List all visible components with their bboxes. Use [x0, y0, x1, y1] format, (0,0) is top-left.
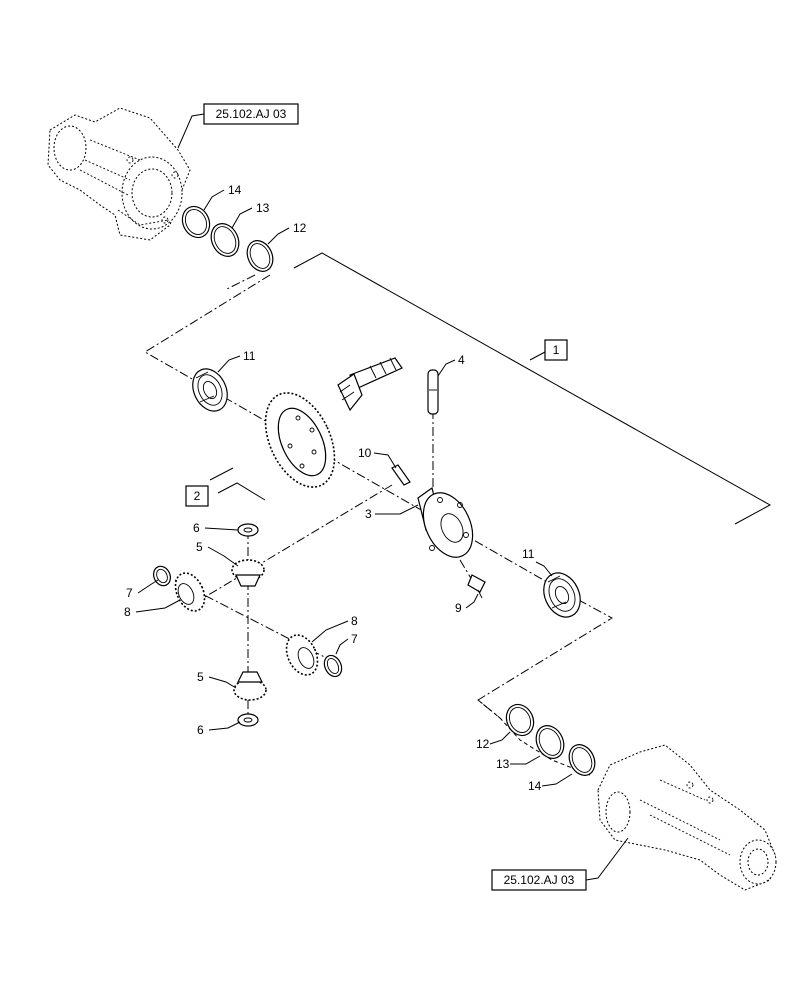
svg-text:8: 8	[351, 614, 358, 628]
svg-text:3: 3	[365, 507, 372, 521]
bottom-axle-housing	[597, 744, 777, 891]
callout-8-right: 8	[311, 614, 358, 643]
pinion-shaft	[337, 357, 403, 412]
svg-text:8: 8	[124, 605, 131, 619]
ring-13-bottom	[535, 725, 565, 759]
pinion-gear-5-top	[231, 559, 265, 587]
pinion-gear-5-bottom	[233, 671, 267, 701]
callout-14-top: 14	[203, 183, 242, 211]
callout-11-right: 11	[522, 547, 553, 577]
svg-text:11: 11	[243, 349, 256, 363]
ring-12-top	[246, 240, 274, 272]
group-label-2: 2	[194, 489, 201, 503]
svg-text:6: 6	[197, 723, 204, 737]
callout-13-bottom: 13	[496, 755, 541, 771]
thrust-washer-6-top	[237, 523, 259, 537]
bolt-9	[467, 574, 486, 599]
svg-text:13: 13	[256, 201, 270, 215]
side-gear-8-right	[285, 634, 319, 676]
svg-text:13: 13	[496, 757, 510, 771]
ring-gear	[264, 392, 336, 488]
snap-ring-7-left	[153, 565, 171, 587]
callout-12-top: 12	[267, 221, 307, 245]
callout-7-right: 7	[335, 632, 358, 655]
svg-text:6: 6	[193, 521, 200, 535]
side-gear-8-left	[174, 572, 206, 612]
reference-box-top[interactable]: 25.102.AJ 03	[177, 103, 299, 149]
callout-10: 10	[358, 446, 397, 469]
ring-13-top	[210, 223, 240, 257]
reference-label-bottom: 25.102.AJ 03	[504, 873, 575, 887]
callout-5-bottom: 5	[197, 670, 237, 689]
callout-8-left: 8	[124, 599, 181, 619]
svg-text:7: 7	[351, 632, 358, 646]
differential-case-3	[417, 486, 474, 558]
thrust-washer-6-bottom	[237, 713, 259, 727]
svg-text:5: 5	[196, 540, 203, 554]
assembly-center-lines	[144, 274, 614, 776]
svg-text:7: 7	[126, 586, 133, 600]
reference-box-bottom[interactable]: 25.102.AJ 03	[491, 837, 629, 891]
reference-label-top: 25.102.AJ 03	[216, 107, 287, 121]
svg-text:4: 4	[458, 353, 465, 367]
callout-6-top: 6	[193, 521, 239, 535]
callout-5-top: 5	[196, 540, 239, 567]
svg-text:12: 12	[293, 221, 307, 235]
group-2-bracket	[209, 467, 266, 501]
svg-text:12: 12	[476, 737, 490, 751]
ring-14-bottom	[568, 744, 596, 776]
callout-13-top: 13	[231, 201, 270, 229]
pin-4	[427, 369, 439, 415]
ring-14-top	[181, 205, 211, 239]
callout-7-left: 7	[126, 579, 159, 600]
svg-text:14: 14	[528, 779, 542, 793]
ring-12-bottom	[505, 703, 535, 737]
svg-text:10: 10	[358, 446, 372, 460]
callout-14-bottom: 14	[528, 773, 573, 793]
callout-11-left: 11	[217, 349, 256, 373]
callout-3: 3	[365, 504, 419, 521]
bearing-11-left	[192, 368, 228, 412]
group-box-1[interactable]: 1	[544, 339, 568, 361]
group-1-bracket	[293, 252, 772, 525]
spring-pin-10	[391, 464, 411, 486]
group-box-2[interactable]: 2	[185, 485, 209, 507]
snap-ring-7-right	[323, 654, 343, 678]
group-label-1: 1	[553, 343, 560, 357]
bearing-11-right	[543, 572, 581, 618]
callout-12-bottom: 12	[476, 731, 511, 751]
callout-6-bottom: 6	[197, 721, 241, 737]
svg-text:14: 14	[228, 183, 242, 197]
svg-text:9: 9	[455, 601, 462, 615]
callout-9: 9	[455, 593, 479, 615]
callout-4: 4	[437, 353, 465, 377]
svg-text:11: 11	[522, 547, 535, 561]
top-axle-housing	[47, 107, 191, 241]
svg-text:5: 5	[197, 670, 204, 684]
